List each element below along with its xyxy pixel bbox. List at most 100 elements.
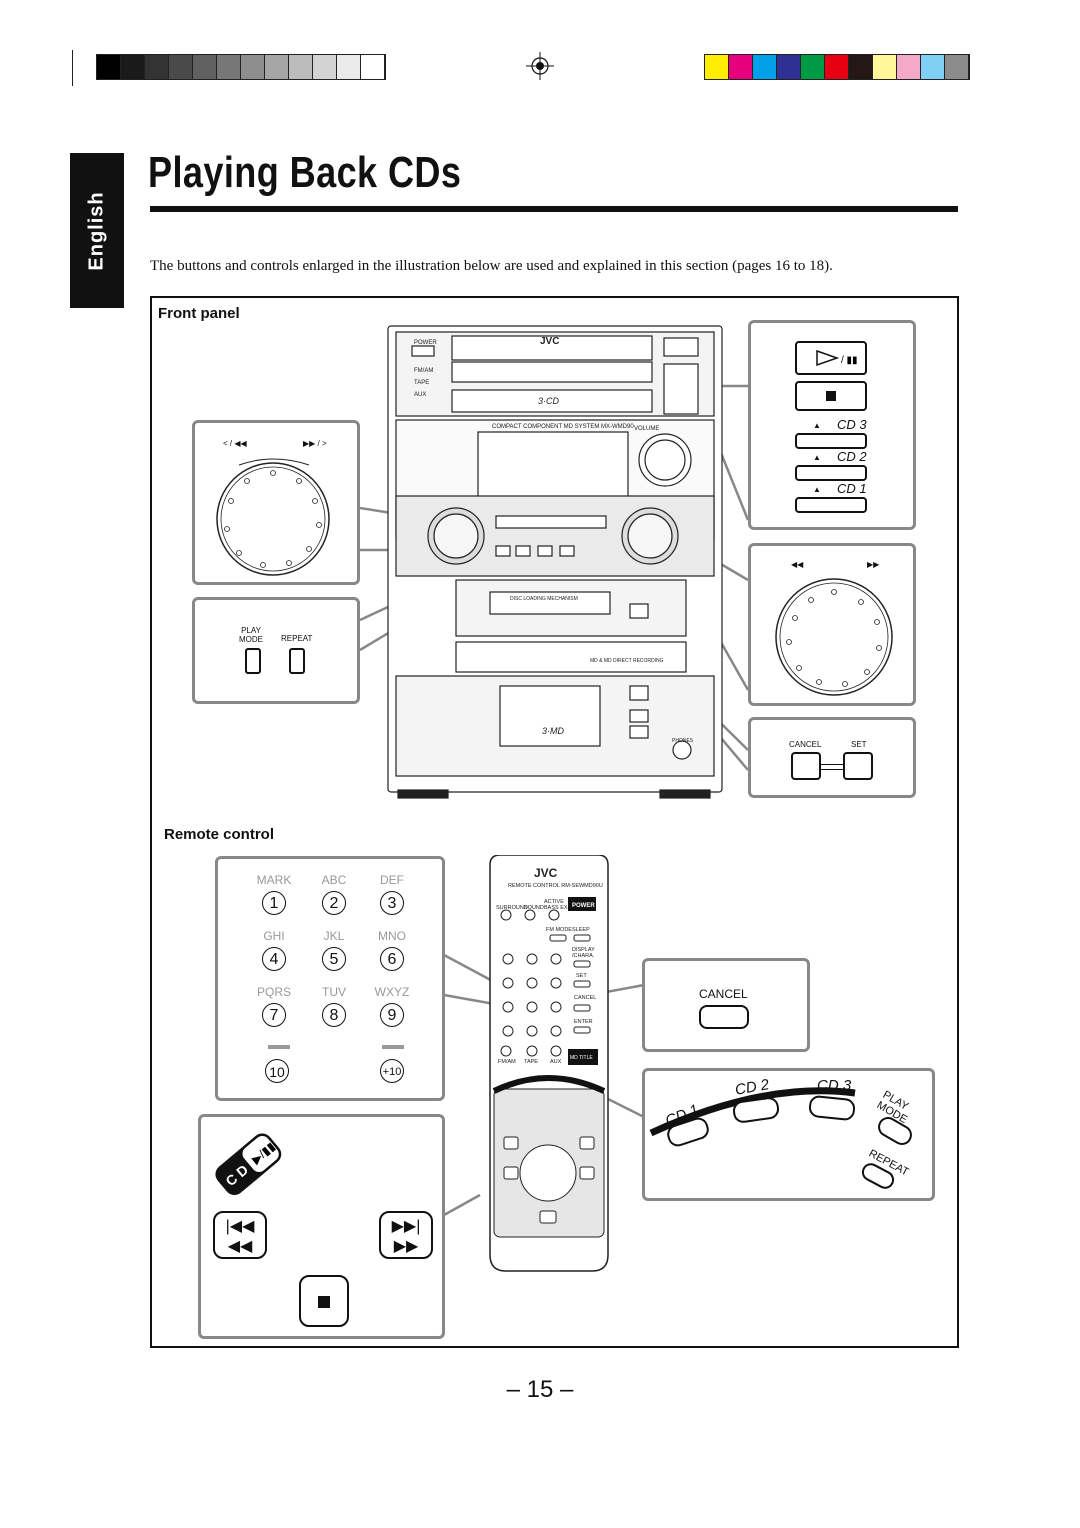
set-button[interactable] bbox=[843, 752, 873, 780]
crop-mark-left bbox=[72, 50, 73, 86]
color-calibration-bar bbox=[704, 54, 970, 80]
key-letters-label: DEF bbox=[380, 873, 404, 887]
remote-cancel-button[interactable] bbox=[699, 1005, 749, 1029]
key-6[interactable]: 6 bbox=[380, 947, 404, 971]
svg-text:FM MODE: FM MODE bbox=[546, 927, 572, 933]
svg-text:ACTIVE: ACTIVE bbox=[544, 899, 564, 905]
key-5[interactable]: 5 bbox=[322, 947, 346, 971]
color-swatch bbox=[945, 55, 969, 79]
key-letters-label: ABC bbox=[321, 873, 347, 887]
svg-text:FM/AM: FM/AM bbox=[414, 368, 433, 374]
skip-forward-icon: ▶▶ bbox=[867, 560, 880, 569]
svg-text:JVC: JVC bbox=[534, 866, 558, 880]
color-swatch bbox=[873, 55, 897, 79]
remote-cancel-callout: CANCEL bbox=[642, 958, 810, 1052]
grayscale-swatch bbox=[97, 55, 121, 79]
color-swatch bbox=[921, 55, 945, 79]
cd-play-pause-button[interactable]: / ▮▮ bbox=[795, 341, 867, 375]
grayscale-swatch bbox=[313, 55, 337, 79]
grayscale-swatch bbox=[169, 55, 193, 79]
key-plus-10[interactable]: +10 bbox=[380, 1059, 404, 1083]
key-10[interactable]: 10 bbox=[265, 1059, 289, 1083]
stop-icon bbox=[826, 391, 836, 401]
skip-back-icon: ◀◀ bbox=[791, 560, 804, 569]
cd-play-pause-remote[interactable]: C D ▶/▮▮ bbox=[209, 1125, 289, 1205]
svg-text:DISC LOADING MECHANISM: DISC LOADING MECHANISM bbox=[510, 596, 578, 602]
key-4[interactable]: 4 bbox=[262, 947, 286, 971]
grayscale-swatch bbox=[337, 55, 361, 79]
eject-icon: ▲ bbox=[813, 485, 821, 494]
jog-dial-callout: < / ◀◀ ▶▶ / > bbox=[192, 420, 360, 585]
key-1[interactable]: 1 bbox=[262, 891, 286, 915]
key-letters-label: WXYZ bbox=[374, 985, 410, 999]
skip-back-icon: |◀◀◀◀ bbox=[225, 1218, 255, 1255]
key-2[interactable]: 2 bbox=[322, 891, 346, 915]
grayscale-swatch bbox=[121, 55, 145, 79]
svg-text:/CHARA.: /CHARA. bbox=[572, 953, 595, 959]
grayscale-swatch bbox=[193, 55, 217, 79]
cd2-eject-button[interactable] bbox=[795, 465, 867, 481]
cd3-label: CD 3 bbox=[837, 417, 867, 432]
cd1-eject-button[interactable] bbox=[795, 497, 867, 513]
repeat-button[interactable] bbox=[289, 648, 305, 674]
cd3-eject-button[interactable] bbox=[795, 433, 867, 449]
title-rule bbox=[150, 206, 958, 212]
cancel-label: CANCEL bbox=[789, 740, 822, 749]
skip-dial-callout: ◀◀ ▶▶ bbox=[748, 543, 916, 706]
page-number: – 15 – bbox=[506, 1376, 574, 1403]
remote-control-heading: Remote control bbox=[164, 826, 275, 843]
cancel-set-callout: CANCEL SET bbox=[748, 717, 916, 798]
svg-text:3·MD: 3·MD bbox=[542, 726, 564, 736]
forward-arrow-icon bbox=[382, 1045, 404, 1049]
svg-text:COMPACT COMPONENT MD SYSTEM MX: COMPACT COMPONENT MD SYSTEM MX-WMD90 bbox=[492, 424, 634, 430]
page-title: Playing Back CDs bbox=[148, 148, 462, 197]
grayscale-swatch bbox=[145, 55, 169, 79]
cd-stop-button[interactable] bbox=[795, 381, 867, 411]
jog-right-label: ▶▶ / > bbox=[303, 439, 327, 448]
svg-text:SURROUND: SURROUND bbox=[496, 905, 528, 911]
cd1-label: CD 1 bbox=[837, 481, 867, 496]
front-panel-heading: Front panel bbox=[158, 305, 240, 322]
svg-text:DISPLAY: DISPLAY bbox=[572, 947, 595, 953]
svg-text:SET: SET bbox=[576, 973, 587, 979]
remote-control-illustration: JVC REMOTE CONTROL RM-SEWMD90U SURROUNDS… bbox=[443, 855, 645, 1272]
key-9[interactable]: 9 bbox=[380, 1003, 404, 1027]
stereo-unit-illustration: JVC COMPACT COMPONENT MD SYSTEM MX-WMD90… bbox=[360, 325, 750, 799]
play-mode-button[interactable] bbox=[245, 648, 261, 674]
remote-stop-button[interactable] bbox=[299, 1275, 349, 1327]
grayscale-swatch bbox=[361, 55, 385, 79]
color-swatch bbox=[897, 55, 921, 79]
svg-text:VOLUME: VOLUME bbox=[634, 426, 659, 432]
key-8[interactable]: 8 bbox=[322, 1003, 346, 1027]
key-letters-label: MNO bbox=[378, 929, 406, 943]
color-swatch bbox=[849, 55, 873, 79]
language-tab: English bbox=[70, 153, 124, 308]
multi-control-dial[interactable] bbox=[209, 455, 339, 577]
color-swatch bbox=[825, 55, 849, 79]
registration-target-icon bbox=[526, 52, 554, 80]
svg-text:SOUND: SOUND bbox=[524, 905, 544, 911]
skip-dial[interactable] bbox=[769, 572, 899, 702]
eject-icon: ▲ bbox=[813, 421, 821, 430]
remote-skip-forward-button[interactable]: ▶▶|▶▶ bbox=[379, 1211, 433, 1259]
intro-text: The buttons and controls enlarged in the… bbox=[150, 258, 833, 274]
svg-text:MD TITLE: MD TITLE bbox=[570, 1055, 593, 1061]
key-3[interactable]: 3 bbox=[380, 891, 404, 915]
stop-icon bbox=[318, 1296, 330, 1308]
svg-text:SLEEP: SLEEP bbox=[572, 927, 590, 933]
key-letters-label: PQRS bbox=[256, 985, 291, 999]
grayscale-swatch bbox=[241, 55, 265, 79]
svg-text:TAPE: TAPE bbox=[524, 1059, 538, 1065]
svg-text:/ ▮▮: / ▮▮ bbox=[841, 355, 858, 366]
cd-transport-callout: C D ▶/▮▮ |◀◀◀◀ ▶▶|▶▶ bbox=[198, 1114, 445, 1339]
language-tab-label: English bbox=[85, 190, 108, 271]
svg-text:JVC: JVC bbox=[540, 336, 559, 347]
key-7[interactable]: 7 bbox=[262, 1003, 286, 1027]
play-mode-repeat-callout: PLAY MODE REPEAT bbox=[192, 597, 360, 704]
color-swatch bbox=[729, 55, 753, 79]
grayscale-calibration-bar bbox=[96, 54, 386, 80]
back-arrow-icon bbox=[268, 1045, 290, 1049]
remote-skip-back-button[interactable]: |◀◀◀◀ bbox=[213, 1211, 267, 1259]
cancel-button[interactable] bbox=[791, 752, 821, 780]
skip-forward-icon: ▶▶|▶▶ bbox=[391, 1218, 421, 1255]
